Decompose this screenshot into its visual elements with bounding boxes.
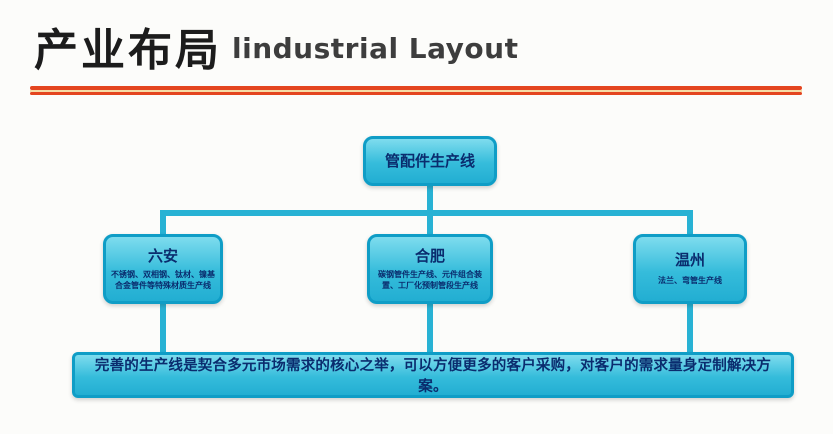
node-root-pipe-fittings: 管配件生产线 <box>363 136 497 186</box>
node-wenzhou-label: 温州 <box>674 251 705 270</box>
node-root-label: 管配件生产线 <box>384 152 475 170</box>
connector-root-vertical <box>427 185 433 212</box>
connector-luan-to-summary <box>160 302 166 354</box>
node-hefei-label: 合肥 <box>414 246 445 265</box>
page-title-chinese: 产业布局 <box>34 25 222 76</box>
node-luan-label: 六安 <box>147 246 178 265</box>
node-hefei: 合肥 碳钢管件生产线、元件组合装置、工厂化预制管段生产线 <box>367 234 493 304</box>
node-wenzhou: 温州 法兰、弯管生产线 <box>633 234 747 304</box>
page-title-english: lindustrial Layout <box>232 32 519 65</box>
connector-drop-hefei <box>427 214 433 236</box>
summary-text: 完善的生产线是契合多元市场需求的核心之举，可以方便更多的客户采购，对客户的需求量… <box>94 358 772 395</box>
connector-horizontal <box>160 210 693 216</box>
divider-bar-gap <box>30 90 802 92</box>
node-luan: 六安 不锈钢、双相钢、钛材、镍基合金管件等特殊材质生产线 <box>103 234 223 304</box>
summary-bar: 完善的生产线是契合多元市场需求的核心之举，可以方便更多的客户采购，对客户的需求量… <box>72 352 794 398</box>
node-wenzhou-description: 法兰、弯管生产线 <box>658 276 722 286</box>
divider-bar-top <box>30 86 802 90</box>
connector-hefei-to-summary <box>427 302 433 354</box>
node-luan-description: 不锈钢、双相钢、钛材、镍基合金管件等特殊材质生产线 <box>111 269 215 290</box>
connector-wenzhou-to-summary <box>687 302 693 354</box>
connector-drop-wenzhou <box>687 214 693 236</box>
divider-bar-bottom <box>30 92 802 95</box>
node-hefei-description: 碳钢管件生产线、元件组合装置、工厂化预制管段生产线 <box>378 269 482 290</box>
red-divider-line <box>30 86 802 96</box>
connector-drop-luan <box>160 214 166 236</box>
